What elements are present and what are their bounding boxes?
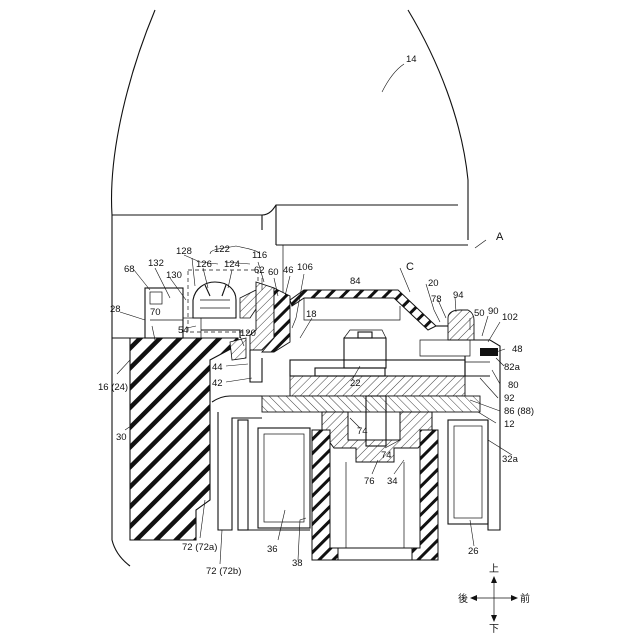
label-90: 90 (488, 306, 499, 317)
label-A: A (496, 231, 504, 243)
label-122: 122 (214, 244, 230, 255)
label-46: 46 (283, 265, 294, 276)
label-32a: 32a (502, 454, 519, 465)
label-84: 84 (350, 276, 361, 287)
label-80: 80 (508, 380, 519, 391)
label-74a: 74 (357, 426, 368, 437)
part-122-dashed-region (188, 270, 262, 332)
right-assembly (420, 310, 500, 376)
label-92: 92 (504, 393, 515, 404)
label-12: 12 (504, 419, 515, 430)
label-26: 26 (468, 546, 479, 557)
compass-front: 前 (520, 592, 530, 605)
label-62: 62 (254, 265, 265, 276)
label-116: 116 (252, 250, 267, 261)
label-76: 76 (364, 476, 375, 487)
label-34: 34 (387, 476, 398, 487)
label-128: 128 (176, 246, 192, 257)
block-22 (344, 330, 386, 368)
compass-down: 下 (489, 624, 499, 635)
label-74b: 74 (381, 450, 392, 461)
label-94: 94 (453, 290, 464, 301)
label-54: 54 (178, 325, 189, 336)
label-130: 130 (166, 270, 182, 281)
label-86: 86 (88) (504, 406, 534, 417)
label-106: 106 (297, 262, 313, 273)
label-70: 70 (150, 307, 161, 318)
compass-up: 上 (489, 563, 499, 575)
strip-62-60-46 (250, 282, 290, 382)
label-42: 42 (212, 378, 223, 389)
label-78: 78 (431, 294, 442, 305)
label-16: 16 (24) (98, 382, 128, 393)
label-102: 102 (502, 312, 518, 323)
label-48: 48 (512, 344, 523, 355)
label-38: 38 (292, 558, 303, 569)
label-18: 18 (306, 309, 317, 320)
label-82a: 82a (504, 362, 521, 373)
orientation-compass: 上 下 後 前 (458, 563, 530, 635)
label-50: 50 (474, 308, 485, 319)
label-20: 20 (428, 278, 439, 289)
label-72b: 72 (72b) (206, 566, 241, 577)
plate-stack (262, 360, 480, 412)
bobbin-72 (212, 396, 310, 530)
label-28: 28 (110, 304, 121, 315)
label-124: 124 (224, 259, 240, 270)
label-60: 60 (268, 267, 279, 278)
label-132: 132 (148, 258, 164, 269)
compass-rear: 後 (458, 592, 468, 605)
label-36: 36 (267, 544, 278, 555)
label-120: 120 (240, 328, 256, 339)
label-68: 68 (124, 264, 135, 275)
label-30: 30 (116, 432, 127, 443)
label-44: 44 (212, 362, 223, 373)
label-72a: 72 (72a) (182, 542, 217, 553)
label-C: C (406, 261, 414, 273)
label-14: 14 (406, 54, 417, 65)
label-22: 22 (350, 378, 361, 389)
label-126: 126 (196, 259, 212, 270)
